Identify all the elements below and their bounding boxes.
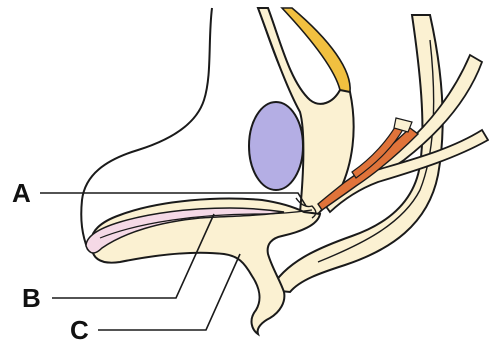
label-a: A: [12, 178, 31, 208]
label-b: B: [22, 283, 41, 313]
leader-line-c: [98, 254, 240, 330]
lower-organ-body: [92, 199, 320, 334]
label-c: C: [70, 315, 89, 345]
violet-oval: [249, 102, 303, 190]
